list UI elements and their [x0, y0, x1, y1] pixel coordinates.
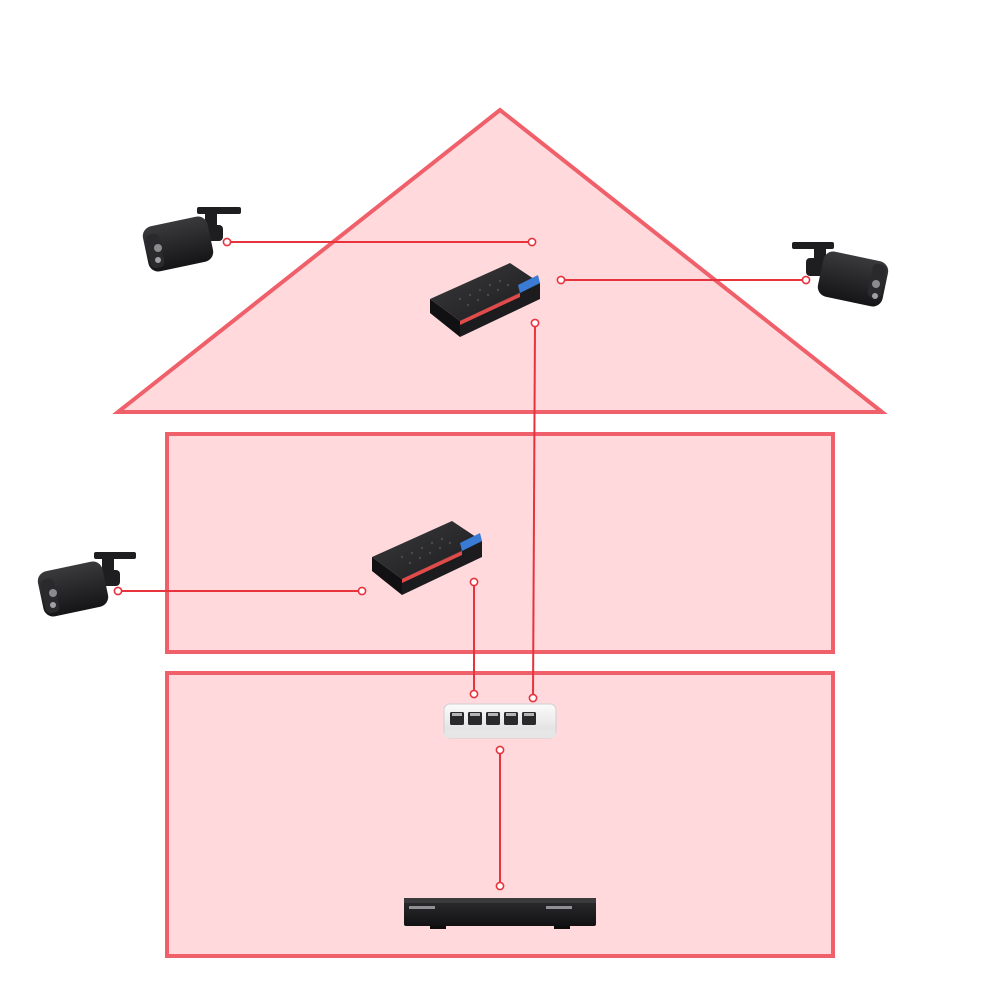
nvr-model-mark — [546, 906, 572, 909]
nvr-recorder-icon[interactable] — [404, 898, 596, 929]
nvr-brand-mark — [409, 906, 435, 909]
port-dot-poe-attic-right-in — [556, 275, 566, 285]
port-dot-camera-floor-left — [113, 586, 123, 596]
cable-attic-switch-uplink — [532, 322, 536, 699]
poe-switch-floor-icon[interactable] — [372, 521, 482, 595]
camera-attic-right-icon[interactable] — [792, 242, 890, 308]
port-dot-camera-attic-left — [222, 237, 232, 247]
attic-zone — [112, 107, 888, 414]
port-dot-poe-floor-uplink — [469, 577, 479, 587]
cables — [118, 241, 806, 886]
camera-attic-left-icon[interactable] — [141, 207, 241, 273]
port-dot-nvr-in — [495, 881, 505, 891]
port-dot-poe-attic-uplink — [530, 318, 540, 328]
port-dot-poe-floor-in — [357, 586, 367, 596]
port-dot-switch-in-floor — [469, 689, 479, 699]
poe-switch-attic-icon[interactable] — [430, 263, 540, 337]
upper-floor-zone — [165, 432, 835, 654]
port-dot-poe-attic-left-in — [527, 237, 537, 247]
port-dot-switch-out — [495, 745, 505, 755]
connection-points — [113, 237, 811, 891]
network-switch-icon[interactable] — [443, 703, 557, 739]
camera-floor-left-icon[interactable] — [36, 552, 136, 618]
port-dot-switch-in-attic — [528, 693, 538, 703]
port-dot-camera-attic-right — [801, 275, 811, 285]
